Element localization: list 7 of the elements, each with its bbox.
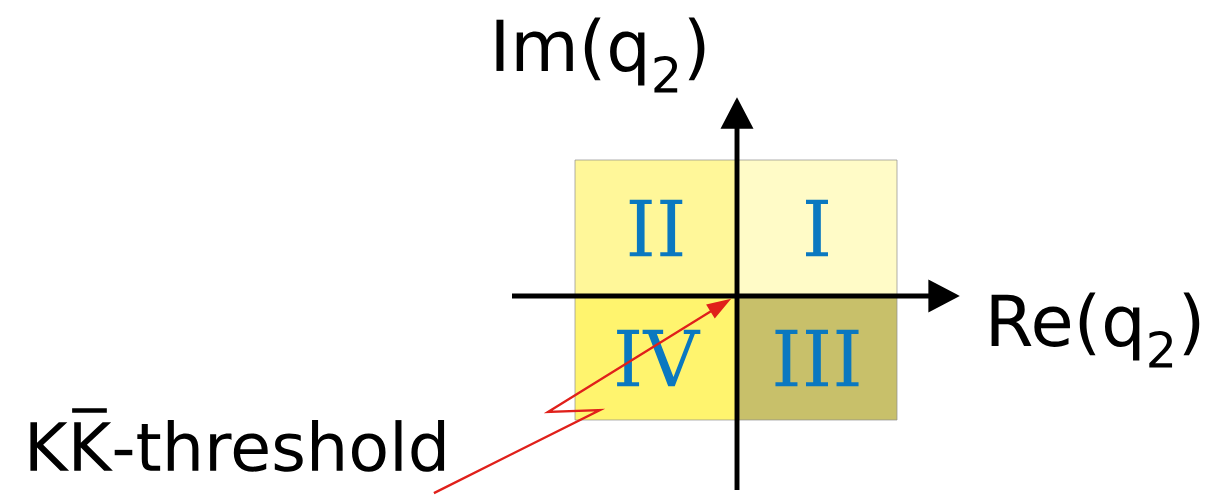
quadrant-region: IV xyxy=(574,295,738,421)
axis-label: Im(q$_{2}$) xyxy=(496,17,705,93)
quadrant-region: III xyxy=(736,295,898,421)
axis-label: Re(q$_{2}$) xyxy=(991,292,1200,368)
quadrant-region: II xyxy=(574,159,738,297)
threshold-label: KK̅-threshold xyxy=(30,408,445,472)
quadrant-region: I xyxy=(736,159,898,297)
